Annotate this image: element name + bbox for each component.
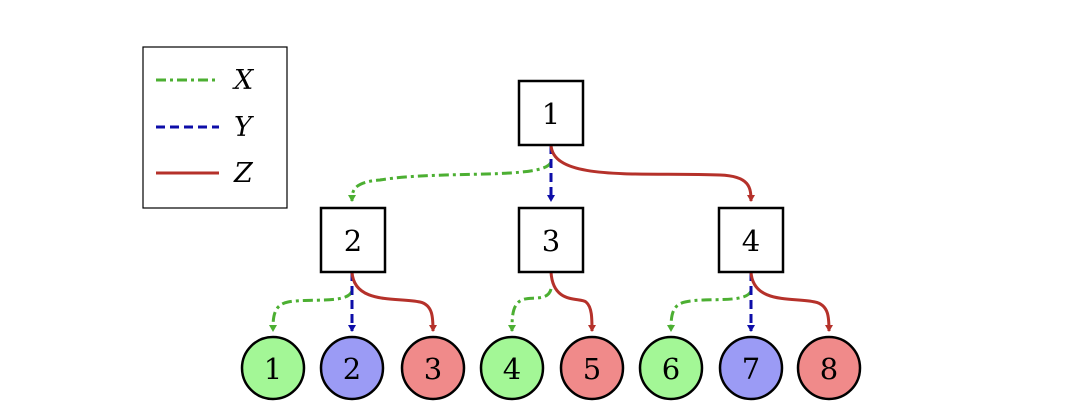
leaf-node-6: 6 [638,335,704,401]
edge-root-to-4 [549,144,755,202]
leaf-label: 4 [503,352,521,386]
edge-2-to-leaf-1 [269,290,354,332]
leaf-node-7: 7 [718,335,784,401]
legend: X Y Z [142,46,288,209]
leaf-label: 2 [343,352,361,386]
legend-entry-x: X [156,65,255,96]
edge-root-to-2 [348,161,553,202]
mid-node-box [717,206,785,274]
edge-3-to-leaf-5 [549,271,596,332]
leaf-circle [638,335,704,401]
leaf-circle [240,335,306,401]
mid-node-2: 2 [319,206,387,274]
mid-node-box [517,206,585,274]
legend-entry-y: Y [156,112,254,143]
leaf-node-8: 8 [796,335,862,401]
leaf-circle [718,335,784,401]
leaf-circle [319,335,385,401]
leaf-circle [400,335,466,401]
leaf-label: 3 [424,352,442,386]
leaf-node-2: 2 [319,335,385,401]
leaf-circle [479,335,545,401]
legend-label-z: Z [233,158,254,189]
legend-label-y: Y [234,112,254,143]
leaf-label: 6 [662,352,680,386]
leaf-label: 1 [264,352,282,386]
leaf-node-5: 5 [559,335,625,401]
leaf-circle [796,335,862,401]
mid-node-box [319,206,387,274]
edge-3-to-leaf-4 [508,288,553,332]
root-node-label: 1 [542,97,560,131]
legend-label-x: X [232,65,255,96]
legend-entry-z: Z [156,158,254,189]
leaf-circle [559,335,625,401]
leaf-node-1: 1 [240,335,306,401]
mid-node-label: 3 [542,224,560,258]
leaf-node-4: 4 [479,335,545,401]
leaf-label: 5 [583,352,601,386]
mid-node-label: 2 [344,224,362,258]
edge-2-to-leaf-3 [350,271,437,332]
edges [269,144,833,332]
root-node: 1 [517,79,585,147]
leaf-node-3: 3 [400,335,466,401]
leaf-label: 8 [820,352,838,386]
mid-node-3: 3 [517,206,585,274]
root-node-box [517,79,585,147]
edge-4-to-leaf-8 [749,271,833,332]
edge-4-to-leaf-6 [667,290,753,332]
mid-node-4: 4 [717,206,785,274]
mid-node-label: 4 [742,224,760,258]
leaf-label: 7 [742,352,760,386]
